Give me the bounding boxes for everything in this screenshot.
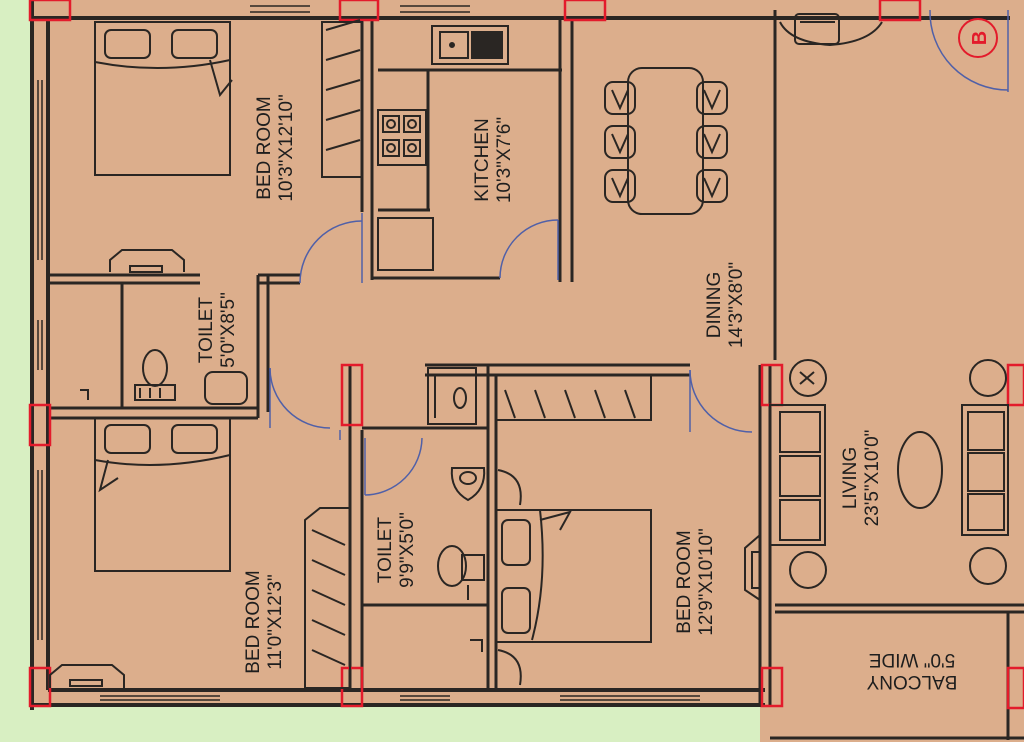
toilet-1-fixtures bbox=[80, 349, 248, 405]
room-dimensions: 5'0" WIDE bbox=[868, 649, 956, 670]
tv-unit bbox=[779, 13, 883, 47]
room-dimensions: 23'5"X10'0" bbox=[862, 429, 883, 527]
console-unit bbox=[744, 534, 761, 601]
room-label-bedroom-1: BED ROOM 10'3"X12'10" bbox=[254, 94, 298, 201]
room-name: DINING bbox=[704, 271, 725, 339]
room-dimensions: 9'9"X5'0" bbox=[397, 512, 418, 588]
door-swings bbox=[269, 9, 1009, 496]
room-label-bedroom-2: BED ROOM 11'0"X12'3" bbox=[243, 570, 287, 673]
interior-walls bbox=[48, 10, 1024, 740]
room-name: BED ROOM bbox=[674, 530, 695, 634]
dining-table bbox=[604, 67, 728, 215]
toilet-2-fixtures bbox=[427, 367, 486, 652]
windows bbox=[37, 5, 700, 701]
kitchen-sink bbox=[431, 25, 509, 65]
bed-bedroom-1 bbox=[94, 21, 233, 176]
side-table-bedroom-2 bbox=[49, 664, 125, 688]
room-label-balcony: BALCONY 5'0" WIDE bbox=[867, 648, 958, 692]
room-dimensions: 11'0"X12'3" bbox=[265, 574, 286, 670]
block-marker-badge: B bbox=[958, 18, 998, 58]
room-label-toilet-2: TOILET 9'9"X5'0" bbox=[375, 512, 419, 588]
room-dimensions: 10'3"X7'6" bbox=[494, 116, 515, 204]
room-name: TOILET bbox=[375, 516, 396, 584]
wardrobe-bedroom-3 bbox=[495, 374, 652, 421]
floor-area bbox=[30, 0, 1024, 742]
room-dimensions: 12'9"X10'10" bbox=[696, 528, 717, 636]
dining-chairs bbox=[604, 81, 728, 203]
room-name: TOILET bbox=[196, 296, 217, 364]
room-label-kitchen: KITCHEN 10'3"X7'6" bbox=[472, 117, 516, 203]
stove bbox=[377, 109, 427, 166]
room-label-dining: DINING 14'3"X8'0" bbox=[704, 262, 748, 348]
side-table-bedroom-1 bbox=[109, 249, 185, 273]
sofa-right bbox=[961, 404, 1009, 536]
room-dimensions: 14'3"X8'0" bbox=[726, 261, 747, 349]
outer-walls bbox=[30, 0, 1010, 710]
wardrobe-bedroom-1 bbox=[321, 19, 363, 178]
room-name: KITCHEN bbox=[472, 118, 493, 202]
coffee-table bbox=[897, 431, 943, 509]
wardrobe-bedroom-2 bbox=[304, 507, 351, 689]
room-label-toilet-1: TOILET 5'0"X8'5" bbox=[196, 292, 240, 368]
room-label-living: LIVING 23'5"X10'0" bbox=[840, 430, 884, 527]
room-label-bedroom-3: BED ROOM 12'9"X10'10" bbox=[674, 528, 718, 635]
room-dimensions: 10'3"X12'10" bbox=[276, 94, 297, 202]
columns bbox=[28, 0, 1024, 710]
room-name: BED ROOM bbox=[254, 96, 275, 200]
room-name: LIVING bbox=[840, 446, 861, 510]
sofa-left bbox=[769, 404, 826, 546]
armchairs bbox=[789, 359, 1007, 589]
bed-bedroom-2 bbox=[94, 417, 231, 572]
room-dimensions: 5'0"X8'5" bbox=[218, 292, 239, 368]
room-name: BED ROOM bbox=[243, 570, 264, 674]
bed-bedroom-3 bbox=[495, 469, 652, 686]
kitchen-cabinet bbox=[377, 217, 434, 271]
room-name: BALCONY bbox=[866, 671, 958, 692]
